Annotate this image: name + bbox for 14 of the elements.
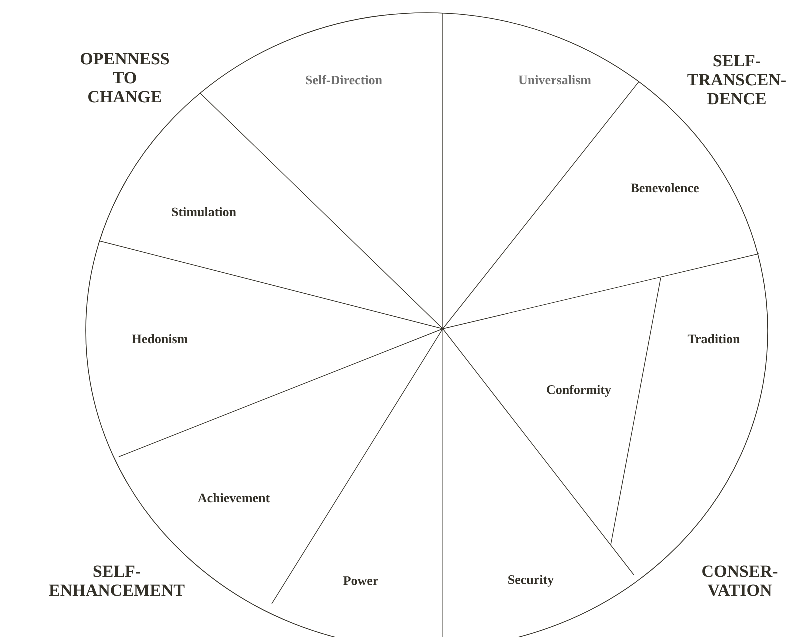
value-label: Universalism (518, 75, 592, 85)
group-label: SELF- ENHANCEMENT (49, 566, 185, 596)
value-label: Power (344, 576, 378, 586)
group-label: SELF- TRANSCEN- DENCE (688, 55, 786, 105)
group-label: OPENNESS TO CHANGE (80, 53, 170, 103)
value-label: Achievement (198, 493, 270, 503)
value-label: Hedonism (132, 334, 188, 344)
value-label: Benevolence (630, 183, 699, 193)
value-label: Conformity (547, 385, 612, 397)
value-label: Security (508, 575, 554, 587)
value-label: Self-Direction (306, 75, 382, 85)
value-label: Tradition (688, 334, 740, 344)
value-label: Stimulation (172, 207, 236, 217)
group-label: CONSER- VATION (702, 566, 778, 596)
